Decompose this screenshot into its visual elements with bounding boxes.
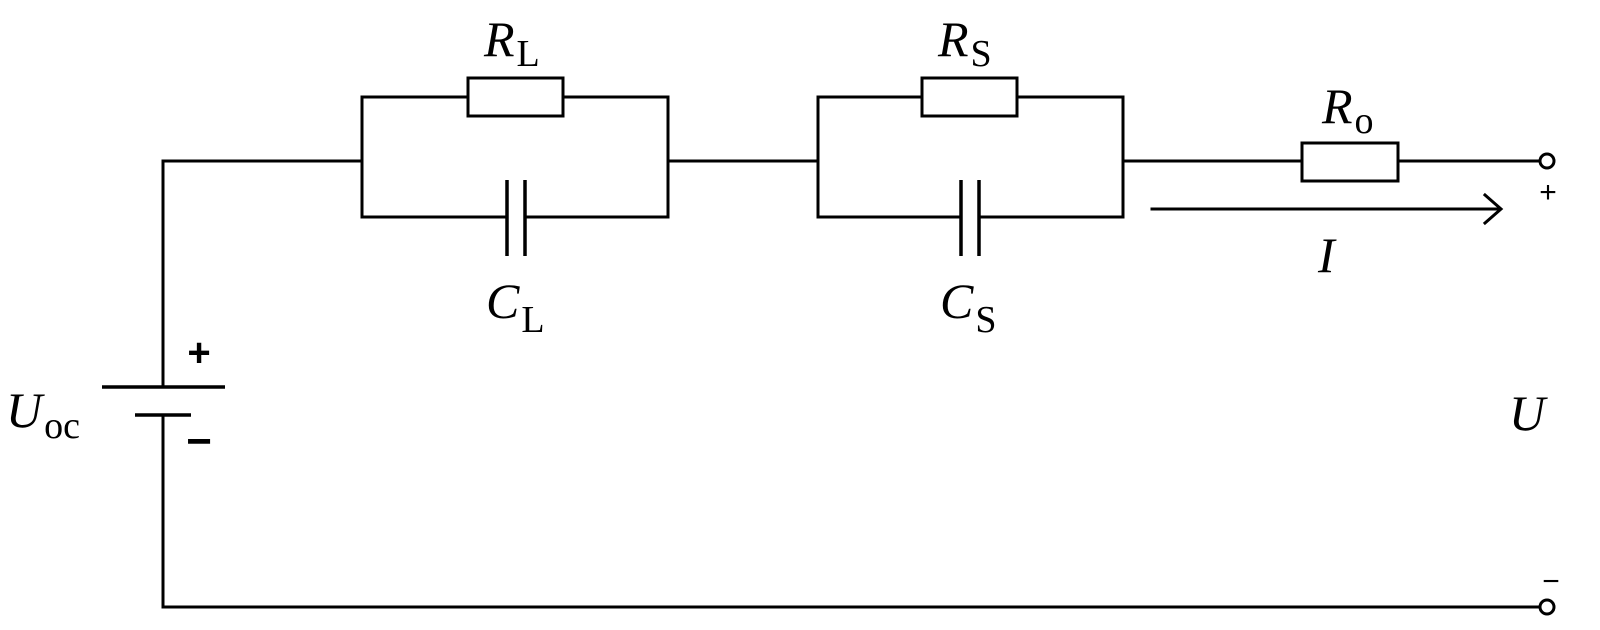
label-ro: Ro bbox=[1321, 78, 1374, 142]
terminal-plus-sign: + bbox=[1539, 176, 1557, 209]
voltage-source bbox=[102, 385, 225, 417]
label-uoc: Uoc bbox=[6, 382, 80, 447]
label-current: I bbox=[1317, 227, 1337, 283]
output-terminal-positive bbox=[1538, 152, 1556, 170]
capacitor-cs bbox=[959, 180, 981, 256]
terminal-minus-sign: − bbox=[1542, 565, 1560, 598]
wire-source-top bbox=[161, 159, 364, 389]
output-terminal-negative bbox=[1538, 598, 1556, 616]
resistor-ro bbox=[1300, 141, 1400, 183]
source-minus-sign: − bbox=[186, 417, 212, 466]
wire-rl-block bbox=[360, 95, 670, 219]
capacitor-cl bbox=[505, 180, 527, 256]
circuit-wires bbox=[161, 95, 1542, 609]
resistor-rl bbox=[466, 76, 565, 118]
wire-rs-block bbox=[816, 95, 1125, 219]
label-rs: RS bbox=[937, 11, 992, 75]
label-voltage: U bbox=[1509, 385, 1548, 441]
resistor-rs bbox=[920, 76, 1019, 118]
current-arrow bbox=[1150, 192, 1504, 226]
label-rl: RL bbox=[483, 11, 540, 75]
label-cl: CL bbox=[486, 273, 545, 341]
label-cs: CS bbox=[940, 273, 997, 341]
wire-source-bottom bbox=[161, 413, 1542, 609]
source-plus-sign: + bbox=[187, 331, 210, 375]
